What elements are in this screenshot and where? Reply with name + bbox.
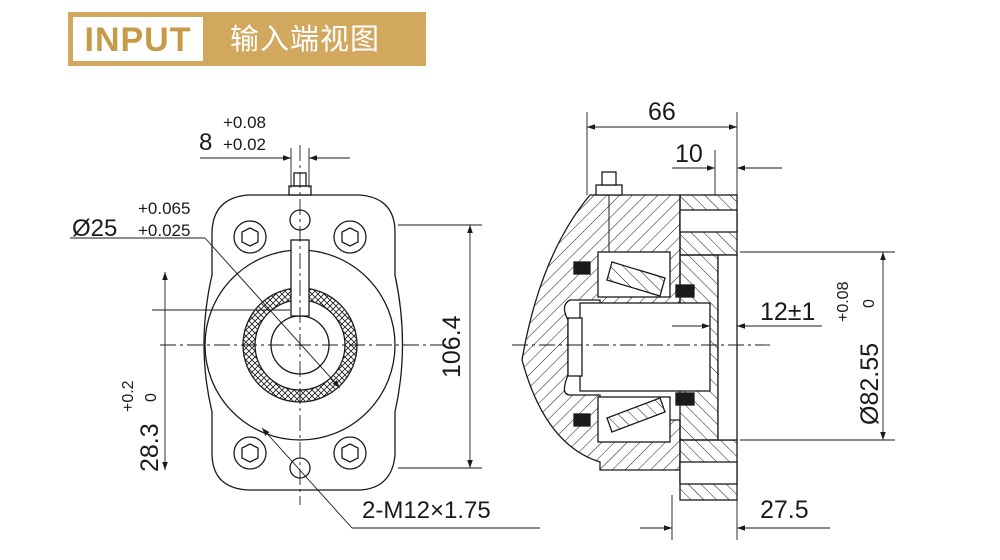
length-dim: 66 <box>648 98 676 126</box>
side-view <box>521 171 738 501</box>
front-view <box>70 145 540 529</box>
bolt-head <box>333 220 367 254</box>
title-banner: INPUT 输入端视图 <box>68 12 426 66</box>
keyway-tol-upper: +0.08 <box>223 113 266 132</box>
keyheight-tol-lower: 0 <box>143 393 160 402</box>
depth-dim: 12±1 <box>760 298 815 326</box>
bore-value: Ø25 <box>72 215 117 242</box>
title-zh: 输入端视图 <box>230 22 381 56</box>
bearing-upper <box>597 251 671 298</box>
bottom-dim: 27.5 <box>760 496 809 524</box>
keyheight-tol-upper: +0.2 <box>120 380 137 412</box>
keyway-width-value: 8 <box>199 129 212 156</box>
shaft-sleeve <box>579 302 711 392</box>
title-en-box: INPUT <box>73 17 203 61</box>
bolt-head <box>233 220 267 254</box>
bore-tol-upper: +0.065 <box>138 199 190 218</box>
flange-dim: 10 <box>675 140 703 168</box>
keyway <box>290 239 310 317</box>
pilot-tol-upper: +0.08 <box>835 281 852 322</box>
flange-outline <box>203 194 404 491</box>
pilot-diameter-value: Ø82.55 <box>856 343 884 425</box>
keyheight-value: 28.3 <box>136 423 164 472</box>
bore-tol-lower: +0.025 <box>138 221 190 240</box>
pilot-tol-lower: 0 <box>861 299 878 308</box>
bolt-head <box>333 436 367 470</box>
bearing-lower <box>597 396 671 443</box>
keyway-tol-lower: +0.02 <box>223 135 266 154</box>
title-en: INPUT <box>84 21 192 59</box>
thread-callout: 2-M12×1.75 <box>362 497 491 524</box>
height-dim: 106.4 <box>438 315 466 378</box>
bolt-head <box>233 436 267 470</box>
